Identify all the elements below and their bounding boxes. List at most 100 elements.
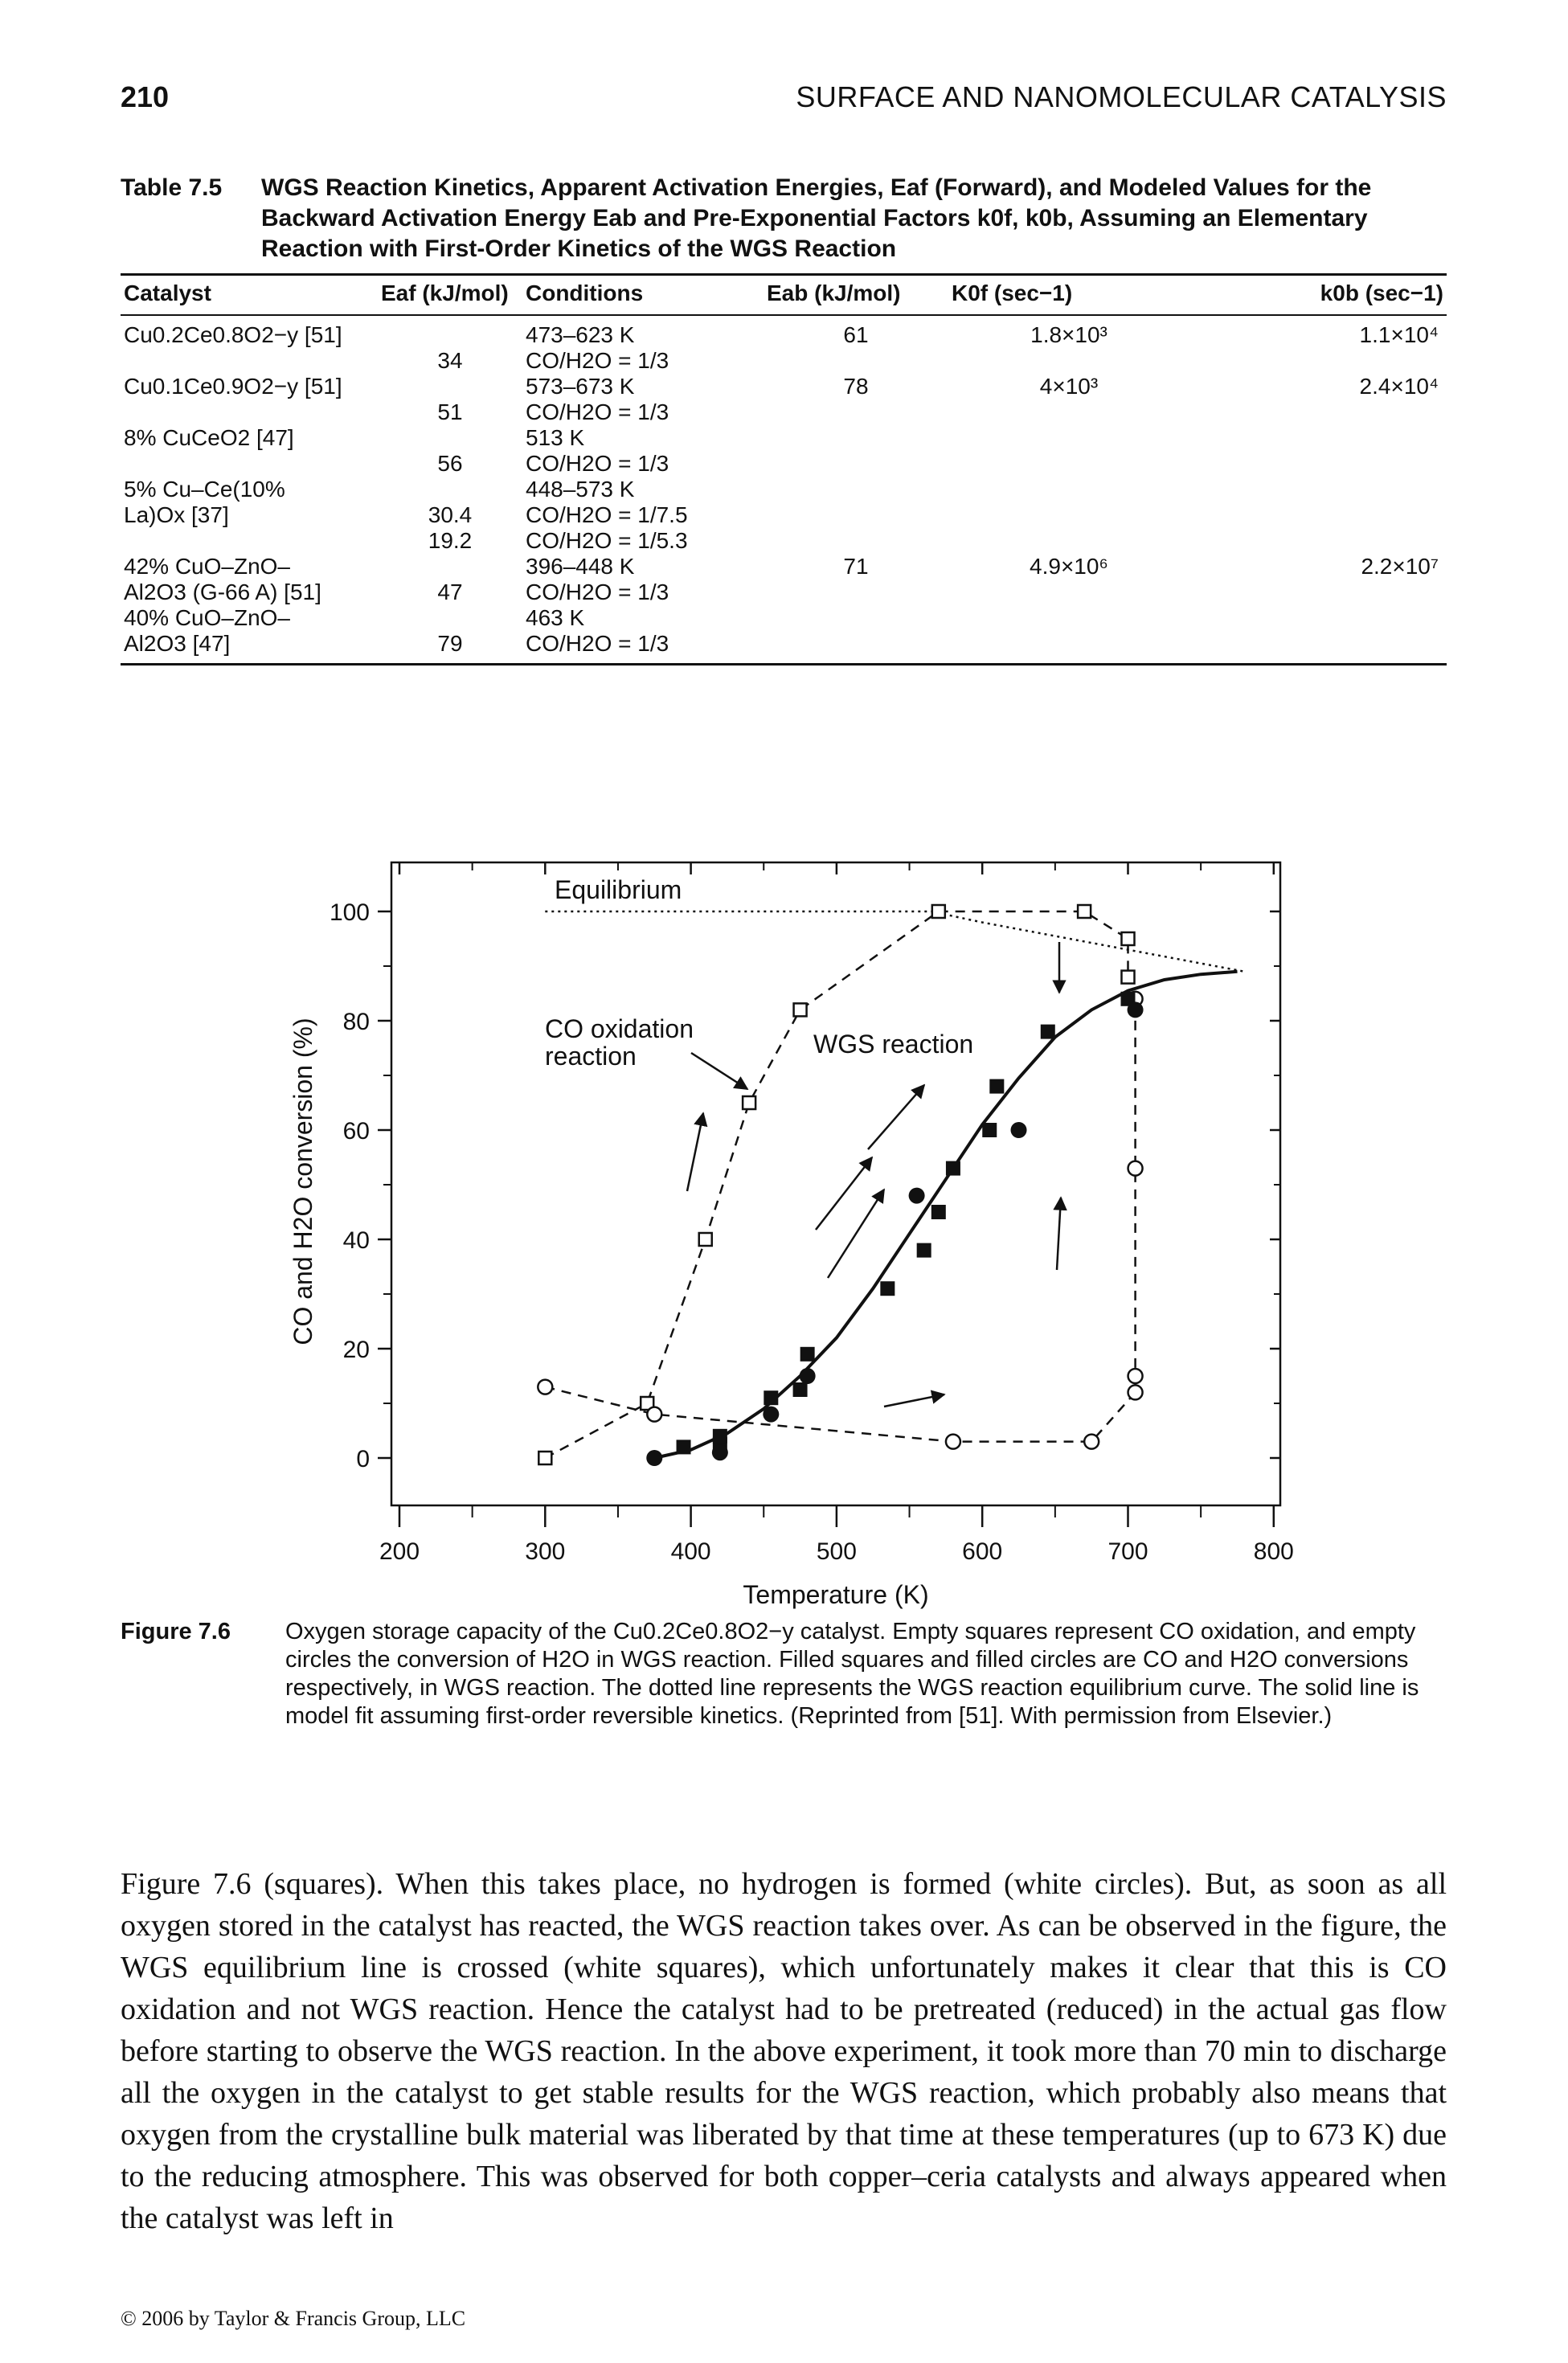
open-square-marker <box>698 1231 713 1247</box>
arrow-right-h2o <box>883 1390 946 1408</box>
filled-square-marker <box>931 1205 946 1219</box>
copyright-footer: © 2006 by Taylor & Francis Group, LLC <box>121 2307 466 2330</box>
filled-circle-marker <box>799 1368 816 1384</box>
open-square-marker <box>1076 903 1092 919</box>
filled-square-marker <box>800 1346 815 1362</box>
filled-square-marker <box>764 1390 779 1406</box>
open-square-marker <box>931 903 947 919</box>
filled-square-marker <box>989 1079 1005 1094</box>
y-tick-label: 40 <box>343 1227 370 1254</box>
cell-eab <box>764 425 948 477</box>
cell-conditions: 513 K CO/H2O = 1/3 <box>526 425 669 476</box>
running-header: 210 SURFACE AND NANOMOLECULAR CATALYSIS <box>121 80 1447 129</box>
column-header: K0f (sec−1) <box>948 273 1189 316</box>
cell-catalyst: 8% CuCeO2 [47] <box>124 425 294 450</box>
cell-k0f <box>948 425 1189 477</box>
figure-label: Figure 7.6 <box>121 1619 231 1644</box>
model-fit-solid-line <box>653 969 1238 1460</box>
cell-conditions: 448–573 K CO/H2O = 1/7.5 CO/H2O = 1/5.3 <box>526 477 688 553</box>
x-axis-label: Temperature (K) <box>743 1580 928 1609</box>
filled-square-marker <box>916 1243 931 1258</box>
open-square-marker <box>1120 969 1136 985</box>
table-caption-text: WGS Reaction Kinetics, Apparent Activati… <box>261 174 1372 262</box>
filled-circle-marker <box>711 1444 728 1461</box>
cell-eab <box>764 477 948 554</box>
y-axis-label: CO and H2O conversion (%) <box>289 1018 317 1345</box>
y-tick-label: 60 <box>343 1118 370 1145</box>
open-circle-marker <box>646 1406 663 1423</box>
filled-square-marker <box>1120 991 1136 1006</box>
table-row: 5% Cu–Ce(10% La)Ox [37] 30.4 19.2 448–573 … <box>121 477 1447 554</box>
open-square-marker <box>741 1095 757 1111</box>
open-circle-marker <box>1127 1160 1144 1177</box>
open-square-marker <box>792 1002 808 1018</box>
y-tick-label: 100 <box>330 899 370 926</box>
column-header: Eaf (kJ/mol) <box>378 273 522 316</box>
column-header: Conditions <box>522 273 764 316</box>
figure-caption-text: Oxygen storage capacity of the Cu0.2Ce0.… <box>285 1619 1419 1729</box>
cell-eaf: 30.4 19.2 <box>428 502 473 553</box>
cell-k0f: 1.8×10³ <box>1030 322 1107 347</box>
cell-conditions: 463 K CO/H2O = 1/3 <box>522 605 764 665</box>
cell-k0f <box>948 605 1189 665</box>
cell-catalyst: 40% CuO–ZnO– Al2O3 [47] <box>121 605 378 665</box>
x-tick-label: 300 <box>525 1538 565 1565</box>
filled-square-marker <box>712 1428 727 1444</box>
co-oxidation-dashed-line <box>544 910 1129 1460</box>
cell-k0f: 4×10³ <box>1039 374 1099 399</box>
x-tick-label: 400 <box>671 1538 711 1565</box>
filled-circle-marker <box>908 1187 925 1204</box>
column-header: Eab (kJ/mol) <box>764 273 948 316</box>
annotation-co-oxidation: CO oxidation <box>545 1014 694 1043</box>
cell-conditions: 396–448 K CO/H2O = 1/3 <box>526 554 669 604</box>
open-circle-marker <box>1127 1367 1144 1385</box>
arrow-wgs-label <box>867 1083 926 1150</box>
cell-eaf: 56 <box>437 451 463 476</box>
open-circle-marker <box>944 1433 962 1450</box>
arrow-up-wgs-2 <box>815 1156 874 1231</box>
filled-circle-marker <box>763 1406 780 1423</box>
column-header: Catalyst <box>121 273 378 316</box>
data-markers <box>537 903 1144 1466</box>
x-tick-label: 200 <box>379 1538 420 1565</box>
cell-k0b <box>1189 425 1447 477</box>
cell-k0f <box>948 477 1189 554</box>
arrows <box>686 942 1067 1408</box>
annotation-co-oxidation-2: reaction <box>545 1042 637 1071</box>
cell-eab: 78 <box>843 374 869 399</box>
page-number: 210 <box>121 80 170 113</box>
annotation-equilibrium: Equilibrium <box>555 875 682 904</box>
open-circle-marker <box>1127 1384 1144 1401</box>
cell-eaf: 79 <box>378 605 522 665</box>
cell-eab: 61 <box>843 322 869 347</box>
body-paragraph: Figure 7.6 (squares). When this takes pl… <box>121 1867 1447 2235</box>
plot-border <box>390 861 1282 1507</box>
table-caption: Table 7.5 WGS Reaction Kinetics, Apparen… <box>121 173 1447 264</box>
filled-square-marker <box>712 1437 727 1452</box>
filled-square-marker <box>982 1123 997 1137</box>
figure-caption: Figure 7.6 Oxygen storage capacity of th… <box>121 1618 1447 1730</box>
x-tick-label: 600 <box>962 1538 1002 1565</box>
equilibrium-dotted-line <box>545 910 1245 973</box>
filled-square-marker <box>880 1281 895 1296</box>
kinetics-table: Catalyst Eaf (kJ/mol) Conditions Eab (kJ… <box>121 273 1447 665</box>
filled-circle-marker <box>646 1450 663 1466</box>
filled-square-marker <box>945 1161 960 1176</box>
plot-frame <box>390 861 1282 1507</box>
open-square-marker <box>538 1450 553 1466</box>
open-circle-marker <box>537 1378 554 1395</box>
filled-circle-marker <box>1127 1001 1144 1018</box>
cell-k0b: 2.4×10⁴ <box>1359 374 1439 399</box>
open-square-marker <box>639 1395 655 1411</box>
x-tick-label: 800 <box>1254 1538 1294 1565</box>
series-lines <box>544 910 1245 1460</box>
cell-k0b <box>1189 477 1447 554</box>
cell-catalyst: 5% Cu–Ce(10% La)Ox [37] <box>124 477 285 527</box>
table-label: Table 7.5 <box>121 174 223 201</box>
x-tick-label: 700 <box>1107 1538 1148 1565</box>
